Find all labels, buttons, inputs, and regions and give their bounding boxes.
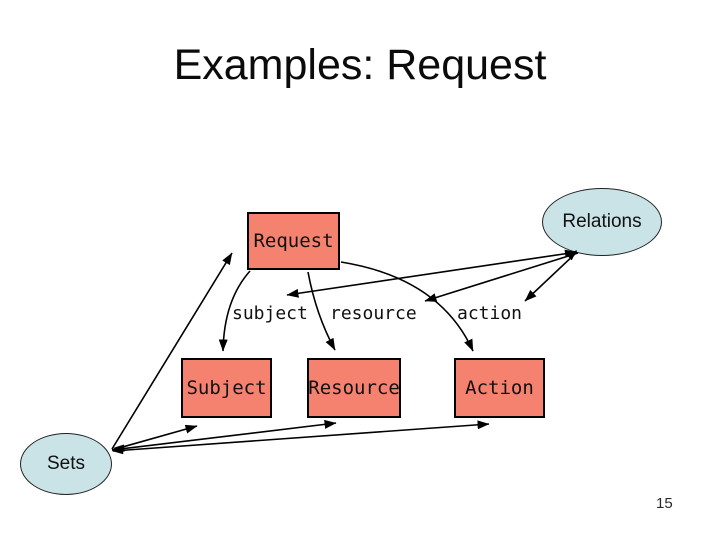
subject-box: Subject <box>181 358 272 418</box>
request-box: Request <box>247 212 340 270</box>
arrow-sets-to-request <box>111 252 233 450</box>
page-number: 15 <box>656 495 673 512</box>
sets-ellipse: Sets <box>20 433 112 495</box>
arrow-relations-to-action <box>524 251 578 302</box>
relation-label-resource: resource <box>330 303 417 324</box>
resource-box-label: Resource <box>308 377 400 399</box>
relations-ellipse-label: Relations <box>562 211 642 232</box>
resource-box: Resource <box>307 358 401 418</box>
sets-ellipse-label: Sets <box>46 453 86 474</box>
slide-title: Examples: Request <box>173 41 547 89</box>
arrow-relations-to-resource <box>424 252 579 302</box>
arrow-sets-to-subject <box>111 424 198 451</box>
relations-ellipse: Relations <box>542 188 662 256</box>
subject-box-label: Subject <box>186 377 267 399</box>
arrow-sets-to-action <box>112 420 490 452</box>
arrow-sets-to-resource <box>111 419 337 451</box>
sets-back-arrowhead <box>112 446 124 455</box>
sets-back-arrowhead-2 <box>113 444 125 452</box>
relation-label-action: action <box>457 303 523 324</box>
relation-label-subject: subject <box>232 303 308 324</box>
action-box-label: Action <box>465 377 534 399</box>
request-box-label: Request <box>253 230 334 252</box>
action-box: Action <box>454 358 545 418</box>
